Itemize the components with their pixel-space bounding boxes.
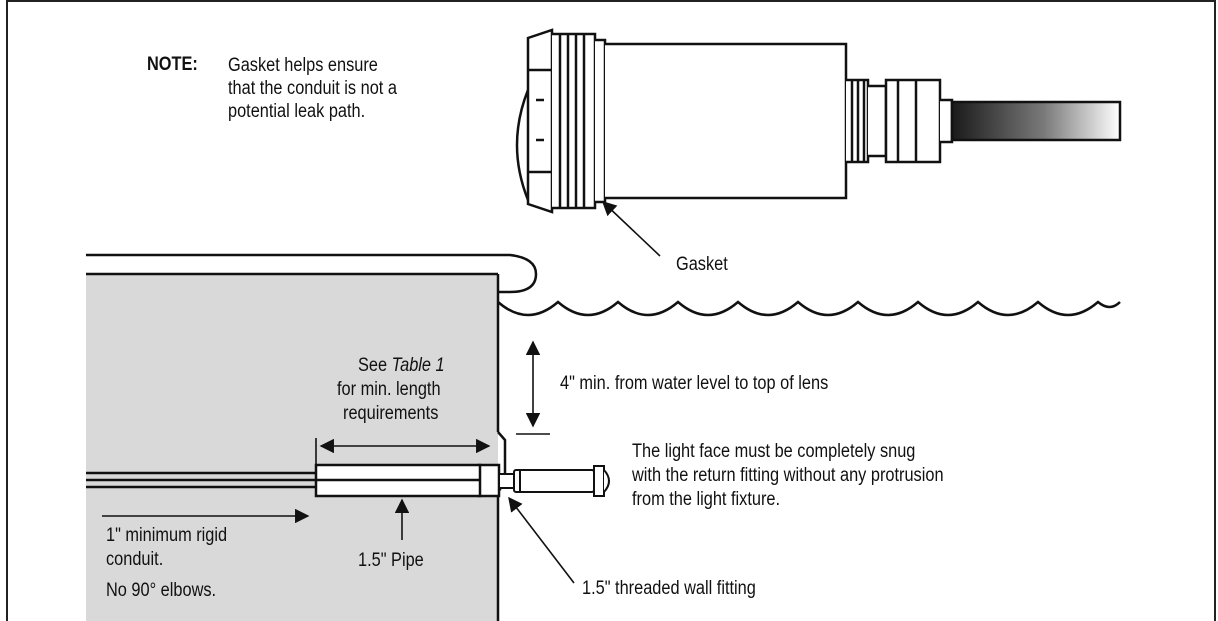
conduit-label-line1: 1" minimum rigid	[106, 525, 228, 546]
note-line: Gasket helps ensure	[228, 55, 378, 76]
no-elbows-label: No 90° elbows.	[106, 580, 217, 601]
note-text: Gasket helps ensure that the conduit is …	[228, 54, 452, 123]
water-level-label: 4" min. from water level to top of lens	[560, 373, 829, 394]
gasket-leader-arrow	[601, 201, 661, 257]
min-length-label-line1: for min. length	[337, 379, 441, 400]
water-level-dimension	[516, 340, 550, 435]
pool-wall	[86, 253, 538, 621]
gasket-label: Gasket	[676, 254, 728, 275]
note-line: potential leak path.	[228, 101, 366, 122]
min-length-label-line2: requirements	[343, 403, 439, 424]
wall-fitting-leader-arrow	[508, 496, 575, 584]
water-surface	[497, 300, 1121, 317]
snug-note-line3: from the light fixture.	[632, 489, 781, 510]
table-ref-label: See Table 1	[358, 355, 445, 377]
conduit-and-pipe	[86, 463, 482, 498]
wall-fitting-label: 1.5" threaded wall fitting	[582, 578, 756, 599]
conduit-label-line2: conduit.	[106, 549, 164, 570]
diagram-frame	[6, 0, 1216, 621]
min-length-dimension	[315, 438, 491, 466]
note-line: that the conduit is not a	[228, 78, 397, 99]
pipe-label: 1.5" Pipe	[358, 550, 424, 571]
note-key: NOTE:	[147, 54, 198, 75]
table-ref-text: Table 1	[391, 355, 445, 376]
snug-note-line1: The light face must be completely snug	[632, 441, 916, 462]
see-text: See	[358, 355, 388, 376]
light-fixture-small	[498, 465, 610, 497]
snug-note-line2: with the return fitting without any prot…	[632, 465, 944, 486]
light-fixture-large	[515, 28, 1122, 214]
